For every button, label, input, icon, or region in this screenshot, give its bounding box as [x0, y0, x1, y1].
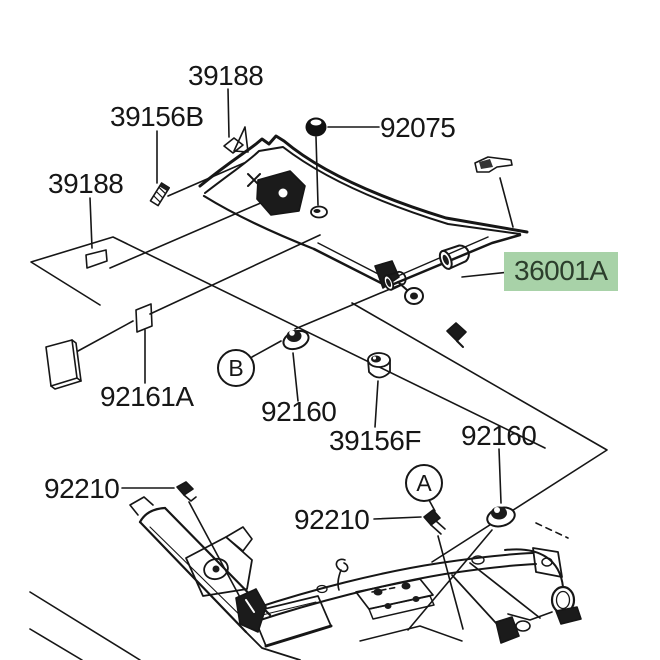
frame-drawing — [129, 496, 582, 660]
part-label-92075[interactable]: 92075 — [380, 112, 456, 143]
part-label-39156F[interactable]: 39156F — [329, 425, 421, 456]
part-label-92161A[interactable]: 92161A — [100, 381, 194, 412]
fastener-parts — [45, 117, 516, 535]
pad-92161A — [45, 339, 82, 390]
tab-92161A — [135, 303, 153, 333]
reference-circle-B: B — [217, 349, 255, 387]
part-label-92210-center[interactable]: 92210 — [294, 504, 370, 535]
clip-39188-top — [223, 137, 244, 154]
reference-letter-A: A — [416, 469, 432, 496]
part-label-39188-left[interactable]: 39188 — [48, 168, 124, 199]
part-label-39188-top[interactable]: 39188 — [188, 60, 264, 91]
screw-39156B — [149, 182, 171, 207]
side-cover-panel — [198, 126, 529, 348]
tab-39188-left — [85, 249, 108, 269]
leader-lines — [77, 88, 569, 631]
reference-circle-A: A — [405, 464, 443, 502]
damper-39156F — [367, 352, 391, 379]
part-label-92160-left[interactable]: 92160 — [261, 396, 337, 427]
part-label-39156B[interactable]: 39156B — [110, 101, 204, 132]
part-label-36001A-highlighted[interactable]: 36001A — [504, 252, 618, 291]
nut-92160-right — [486, 506, 516, 528]
bolt-92210-left — [176, 481, 197, 502]
reference-letter-B: B — [228, 354, 244, 381]
grommet-92075 — [305, 117, 327, 137]
bolt-92210-center — [423, 509, 446, 535]
part-label-92160-right[interactable]: 92160 — [461, 420, 537, 451]
part-label-92210-left[interactable]: 92210 — [44, 473, 120, 504]
nut-92160-B — [282, 329, 310, 351]
